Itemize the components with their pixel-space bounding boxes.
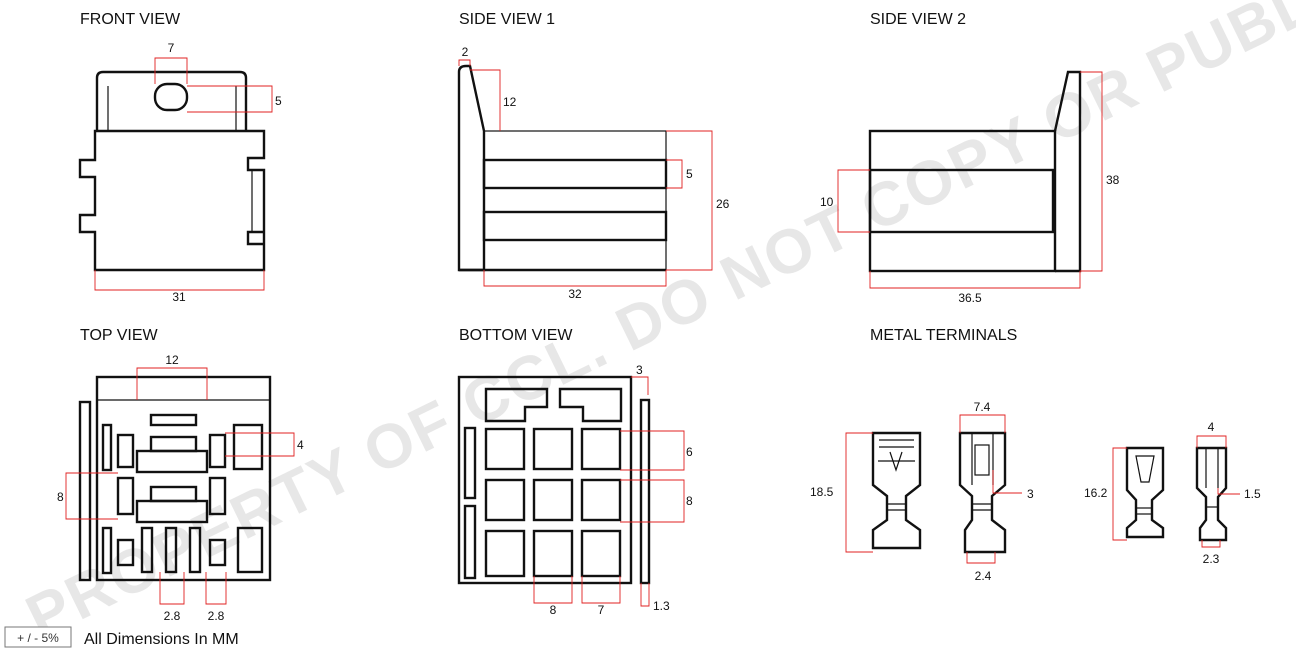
side-view-2: SIDE VIEW 2 10 38 36.5: [820, 11, 1120, 305]
footer: + / - 5% All Dimensions In MM: [4, 626, 239, 648]
dim-label: 32: [568, 287, 582, 301]
dim-label: 1.3: [653, 599, 670, 613]
side-view-1-title: SIDE VIEW 1: [459, 11, 555, 28]
dim-label: 12: [503, 95, 517, 109]
terminal-small-front: [1125, 446, 1165, 539]
dim-label: 8: [57, 490, 64, 504]
dim-label: 36.5: [958, 291, 982, 305]
dim-label: 10: [820, 195, 834, 209]
terminal-large-front: [871, 431, 922, 550]
tolerance-label: + / - 5%: [17, 631, 59, 645]
side-view-1: SIDE VIEW 1 2 12 5 26 32: [457, 11, 730, 301]
dim-label: 1.5: [1244, 487, 1261, 501]
dim-label: 8: [686, 494, 693, 508]
front-view-dimensions: 7 5 31: [94, 41, 282, 304]
metal-terminals-title: METAL TERMINALS: [870, 327, 1017, 344]
dim-label: 31: [172, 290, 186, 304]
top-view-dimensions: 12 4 8 2.8 2.8: [57, 353, 304, 623]
side-view-2-title: SIDE VIEW 2: [870, 11, 966, 28]
dim-label: 3: [1027, 487, 1034, 501]
dim-label: 7: [598, 603, 605, 617]
dim-label: 2.3: [1203, 552, 1220, 566]
dim-label: 3: [636, 363, 643, 377]
dim-label: 7: [168, 41, 175, 55]
dim-label: 2: [462, 45, 469, 59]
dim-label: 2.8: [208, 609, 225, 623]
dim-label: 18.5: [810, 485, 834, 499]
metal-terminals: METAL TERMINALS: [810, 327, 1261, 583]
bottom-view-title: BOTTOM VIEW: [459, 327, 573, 344]
side-view-2-dimensions: 10 38 36.5: [820, 71, 1120, 305]
dim-label: 4: [1208, 420, 1215, 434]
front-view: FRONT VIEW 7 5 31: [78, 11, 282, 304]
dim-label: 5: [686, 167, 693, 181]
terminal-large-side: [958, 431, 1007, 554]
bottom-view-dimensions: 3 6 8 8 7 1.3: [533, 363, 693, 617]
side-view-1-dimensions: 2 12 5 26 32: [458, 45, 730, 301]
dim-label: 8: [550, 603, 557, 617]
dim-label: 4: [297, 438, 304, 452]
tolerance-box: [4, 626, 72, 648]
dim-label: 6: [686, 445, 693, 459]
watermark: PROPERTY OF CCL. DO NOT COPY OR PUBLISH: [16, 0, 1296, 651]
dim-label: 16.2: [1084, 486, 1108, 500]
front-view-title: FRONT VIEW: [80, 11, 181, 28]
dim-label: 26: [716, 197, 730, 211]
top-view: TOP VIEW 12 4 8 2.8 2.8: [57, 327, 304, 623]
terminal-small-side: [1195, 446, 1228, 542]
units-note: All Dimensions In MM: [84, 631, 239, 648]
dim-label: 7.4: [974, 400, 991, 414]
dim-label: 5: [275, 94, 282, 108]
dim-label: 12: [165, 353, 179, 367]
dim-label: 2.8: [164, 609, 181, 623]
bottom-view: BOTTOM VIEW 3 6 8 8 7 1.3: [457, 327, 693, 617]
top-view-title: TOP VIEW: [80, 327, 159, 344]
dim-label: 2.4: [975, 569, 992, 583]
terminal-dimensions: 7.4 18.5 3 2.4 4 16.2 1.5 2.3: [810, 400, 1261, 583]
dim-label: 38: [1106, 173, 1120, 187]
